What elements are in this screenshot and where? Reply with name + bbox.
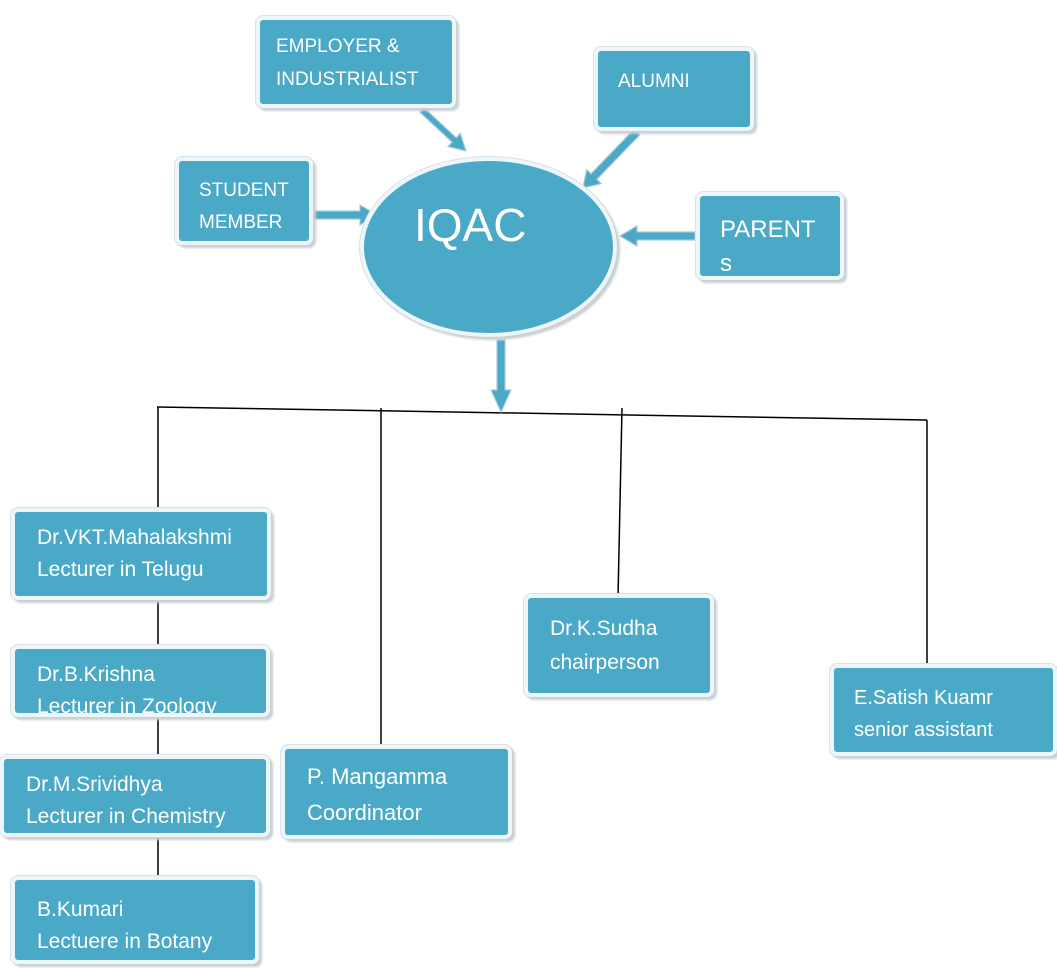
parents-label-line2: s	[720, 250, 732, 277]
arrow-alumni-to-iqac	[582, 128, 641, 189]
member-krishna: Dr.B.Krishna Lecturer in Zoology	[11, 645, 270, 717]
member-name: E.Satish Kuamr	[854, 687, 993, 709]
iqac-label: IQAC	[414, 199, 527, 251]
parents-box: PARENT s	[696, 192, 844, 280]
arrow-iqac-down	[490, 339, 512, 414]
employer-label-line2: INDUSTRIALIST	[276, 69, 419, 90]
connector-bus	[156, 406, 928, 421]
member-role: Lectuere in Botany	[37, 930, 213, 953]
member-name: Dr.K.Sudha	[550, 617, 658, 640]
student-label-line2: MEMBER	[199, 212, 283, 233]
member-role: Lecturer in Zoology	[37, 695, 217, 717]
member-name: B.Kumari	[37, 898, 124, 921]
member-srividhya: Dr.M.Srividhya Lecturer in Chemistry	[0, 755, 270, 837]
member-name: Dr.VKT.Mahalakshmi	[37, 526, 232, 549]
member-role: chairperson	[550, 651, 660, 674]
member-role: Coordinator	[307, 800, 422, 825]
employer-industrialist-box: EMPLOYER & INDUSTRIALIST	[256, 16, 456, 108]
employer-label-line1: EMPLOYER &	[276, 36, 400, 57]
member-mangamma: P. Mangamma Coordinator	[281, 745, 512, 839]
alumni-label: ALUMNI	[618, 71, 690, 92]
connector-drop-sudha	[617, 407, 623, 599]
member-satish: E.Satish Kuamr senior assistant	[830, 664, 1057, 756]
member-mahalakshmi: Dr.VKT.Mahalakshmi Lecturer in Telugu	[11, 508, 271, 600]
student-label-line1: STUDENT	[199, 180, 289, 201]
member-name: P. Mangamma	[307, 764, 448, 789]
member-name: Dr.B.Krishna	[37, 663, 155, 686]
member-name: Dr.M.Srividhya	[26, 773, 163, 796]
member-role: Lecturer in Chemistry	[26, 805, 226, 828]
member-kumari: B.Kumari Lectuere in Botany	[11, 876, 259, 964]
student-member-box: STUDENT MEMBER	[175, 157, 313, 245]
member-role: Lecturer in Telugu	[37, 558, 204, 581]
alumni-box: ALUMNI	[594, 47, 754, 131]
parents-label-line1: PARENT	[720, 216, 816, 243]
member-sudha: Dr.K.Sudha chairperson	[524, 594, 714, 697]
member-role: senior assistant	[854, 719, 993, 741]
arrow-employer-to-iqac	[419, 106, 467, 152]
arrow-parents-to-iqac	[618, 224, 696, 248]
iqac-ellipse	[360, 157, 617, 337]
